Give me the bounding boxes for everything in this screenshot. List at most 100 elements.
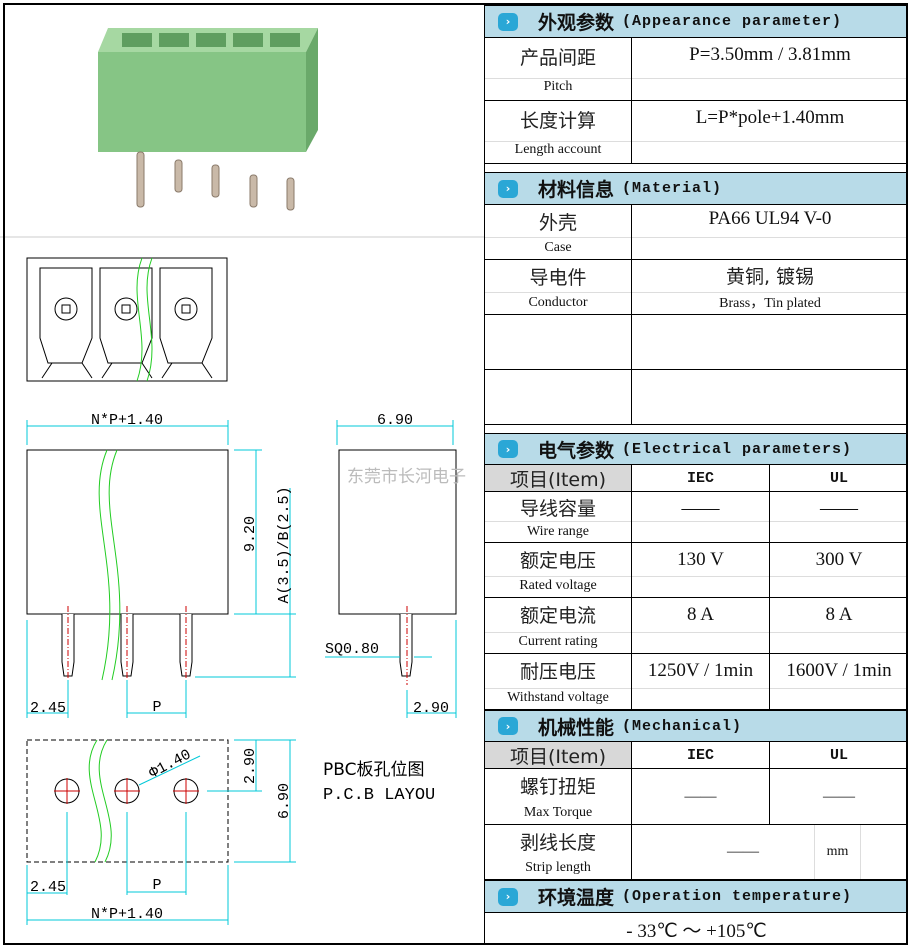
top-view <box>26 257 228 382</box>
electrical-row: 额定电流 Current rating 8 A 8 A <box>485 598 908 654</box>
pcb-title-en: P.C.B LAYOU <box>323 786 435 805</box>
mechanical-header: 项目(Item) IEC UL <box>485 742 908 769</box>
label-en: Strip length <box>525 860 591 876</box>
side-offset-label: 2.90 <box>413 700 449 717</box>
chevron-right-icon: › <box>498 887 518 906</box>
chevron-right-icon: › <box>498 12 518 31</box>
front-view: N*P+1.40 9.20 A(3.5)/B(2.5) 2.45 P <box>26 412 296 718</box>
pitch-label: P <box>152 699 161 716</box>
value-en: Brass，Tin plated <box>719 296 821 312</box>
value-ul: 300 V <box>815 549 863 570</box>
drawing-panel: N*P+1.40 9.20 A(3.5)/B(2.5) 2.45 P 6.90 … <box>0 28 484 925</box>
value: PA66 UL94 V-0 <box>708 208 832 229</box>
width-dim-label: N*P+1.40 <box>91 412 163 429</box>
label-zh: 剥线长度 <box>519 831 596 854</box>
label-en: Current rating <box>518 634 598 649</box>
pin-dim-label: A(3.5)/B(2.5) <box>276 486 293 603</box>
value-ul: —— <box>820 498 858 519</box>
pcb-width-label: N*P+1.40 <box>91 906 163 923</box>
electrical-row: 额定电压 Rated voltage 130 V 300 V <box>485 543 908 598</box>
value-ul: 1600V / 1min <box>786 660 892 681</box>
side-view: 6.90 SQ0.80 2.90 <box>325 412 457 718</box>
row-case: 外壳 Case PA66 UL94 V-0 <box>485 205 908 260</box>
section-title: 环境温度 <box>538 887 615 909</box>
section-subtitle: (Material) <box>622 180 723 197</box>
row-torque: 螺钉扭矩 Max Torque —— —— <box>485 769 908 825</box>
chevron-right-icon: › <box>498 717 518 735</box>
value-iec: —— <box>681 498 720 519</box>
value-iec: —— <box>684 787 717 805</box>
label-zh: 额定电压 <box>519 549 596 572</box>
value-ul: 8 A <box>825 604 853 625</box>
value-iec: 8 A <box>687 604 714 625</box>
side-width-label: 6.90 <box>377 412 413 429</box>
row-conductor: 导电件 Conductor 黄铜, 镀锡 Brass，Tin plated <box>485 260 908 315</box>
label-en: Case <box>544 240 572 256</box>
section-appearance: › 外观参数 (Appearance parameter) <box>485 5 908 38</box>
technical-drawing: N*P+1.40 9.20 A(3.5)/B(2.5) 2.45 P 6.90 … <box>0 28 484 925</box>
value-iec: 130 V <box>677 549 724 570</box>
pcb-row-offset-label: 2.90 <box>242 748 259 784</box>
row-strip: 剥线长度 Strip length —— mm <box>485 825 908 880</box>
header-iec: IEC <box>686 746 714 764</box>
label-zh: 外壳 <box>538 211 577 234</box>
product-image <box>98 28 318 211</box>
header-ul: UL <box>829 746 848 764</box>
header-ul: UL <box>829 469 848 487</box>
pcb-title-zh: PBC板孔位图 <box>323 760 425 780</box>
row-empty <box>485 370 908 425</box>
pcb-offset-label: 2.45 <box>30 879 66 896</box>
value-zh: 黄铜, 镀锡 <box>725 265 815 288</box>
label-zh: 产品间距 <box>519 46 596 69</box>
pin-square-label: SQ0.80 <box>325 641 379 658</box>
section-material: › 材料信息 (Material) <box>485 172 908 205</box>
chevron-right-icon: › <box>498 440 518 458</box>
value: —— <box>727 843 759 860</box>
section-subtitle: (Appearance parameter) <box>622 13 843 30</box>
unit: mm <box>826 844 849 859</box>
row-length: 长度计算 Length account L=P*pole+1.40mm <box>485 101 908 164</box>
header-iec: IEC <box>686 469 714 487</box>
section-title: 材料信息 <box>538 179 615 201</box>
pcb-depth-label: 6.90 <box>276 783 293 819</box>
section-mechanical: › 机械性能 (Mechanical) <box>485 710 908 742</box>
row-pitch: 产品间距 Pitch P=3.50mm / 3.81mm <box>485 38 908 101</box>
section-subtitle: (Mechanical) <box>622 717 743 735</box>
section-subtitle: (Electrical parameters) <box>622 440 853 458</box>
value-iec: 1250V / 1min <box>647 660 754 681</box>
value-ul: —— <box>823 787 855 805</box>
hole-dia-label: Φ1.40 <box>146 746 194 782</box>
header-item: 项目(Item) <box>509 746 607 768</box>
section-title: 外观参数 <box>538 12 615 34</box>
label-zh: 螺钉扭矩 <box>519 776 596 798</box>
pin-offset-label: 2.45 <box>30 700 66 717</box>
label-en: Pitch <box>543 79 573 95</box>
label-zh: 长度计算 <box>519 109 596 132</box>
section-electrical: ›电气参数(Electrical parameters) <box>485 433 908 465</box>
label-en: Rated voltage <box>519 578 597 594</box>
row-empty <box>485 315 908 370</box>
header-item: 项目(Item) <box>509 469 607 491</box>
value: P=3.50mm / 3.81mm <box>689 44 851 65</box>
watermark: 东莞市长河电子 <box>347 467 466 487</box>
electrical-row: 耐压电压 Withstand voltage 1250V / 1min 1600V /… <box>485 654 908 710</box>
pcb-pitch-label: P <box>152 877 161 894</box>
label-zh: 导电件 <box>529 266 587 289</box>
label-en: Withstand voltage <box>507 690 609 705</box>
pcb-layout: Φ1.40 2.90 6.90 2.45 P N*P+1.40 PBC板孔位图 … <box>26 739 435 925</box>
section-subtitle: (Operation temperature) <box>622 888 853 905</box>
label-en: Max Torque <box>523 805 593 820</box>
chevron-right-icon: › <box>498 179 518 198</box>
label-en: Conductor <box>528 295 588 311</box>
label-zh: 额定电流 <box>519 605 596 627</box>
height-dim-label: 9.20 <box>242 516 259 552</box>
label-zh: 导线容量 <box>519 497 596 520</box>
temperature-value: - 33℃ ～ +105℃ <box>626 920 767 942</box>
section-title: 机械性能 <box>538 716 615 739</box>
section-temperature: › 环境温度 (Operation temperature) <box>485 880 908 913</box>
label-en: Length account <box>514 142 602 158</box>
electrical-header: 项目(Item) IEC UL <box>485 465 908 492</box>
row-temperature: - 33℃ ～ +105℃ <box>485 913 908 945</box>
value: L=P*pole+1.40mm <box>695 107 845 128</box>
label-zh: 耐压电压 <box>519 661 596 683</box>
